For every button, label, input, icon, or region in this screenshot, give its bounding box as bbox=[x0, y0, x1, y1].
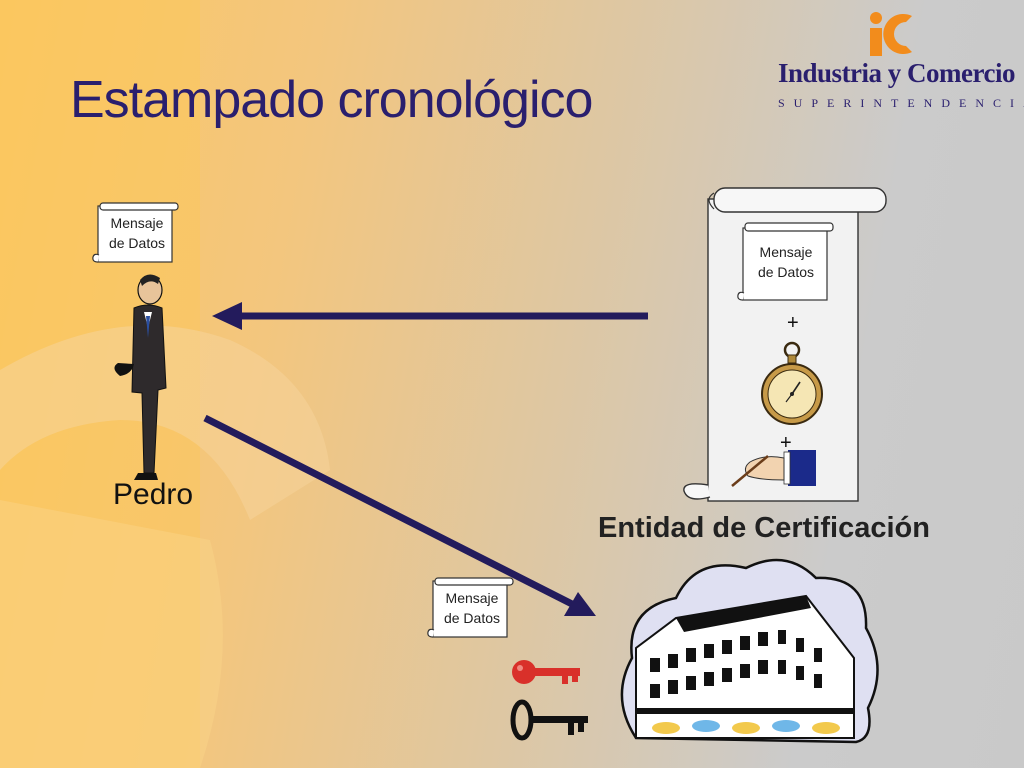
stopwatch-icon bbox=[761, 341, 823, 425]
red-key-icon bbox=[512, 660, 580, 684]
arrow-icon bbox=[203, 414, 596, 616]
scroll-icon bbox=[683, 187, 887, 502]
scroll-text: Mensaje de Datos bbox=[443, 590, 501, 626]
businessman-icon bbox=[114, 274, 167, 480]
message-scroll: Mensaje de Datos bbox=[425, 575, 515, 641]
logo-brand: Industria y Comercio bbox=[778, 58, 1016, 88]
plus-sign: + bbox=[787, 312, 799, 334]
logo: Industria y Comercio SUPERINTENDENCIA bbox=[770, 8, 1024, 113]
logo-ic-icon bbox=[870, 12, 912, 56]
logo-tagline: SUPERINTENDENCIA bbox=[778, 96, 1024, 110]
building-icon bbox=[620, 558, 879, 744]
message-scroll: Mensaje de Datos bbox=[735, 220, 835, 304]
scroll-text: Mensaje de Datos bbox=[108, 215, 166, 251]
scroll-text: Mensaje de Datos bbox=[757, 244, 815, 280]
scroll-icon bbox=[737, 222, 834, 301]
scroll-icon bbox=[92, 202, 179, 263]
signing-hand-icon bbox=[731, 450, 816, 487]
scroll-icon bbox=[427, 577, 514, 638]
entity-label: Entidad de Certificación bbox=[598, 512, 930, 544]
plus-sign: + bbox=[780, 432, 792, 454]
person-label: Pedro bbox=[113, 478, 194, 511]
slide-title: Estampado cronológico bbox=[70, 71, 593, 129]
arrow-icon bbox=[212, 302, 648, 330]
black-key-icon bbox=[510, 699, 588, 741]
message-scroll: Mensaje de Datos bbox=[90, 200, 180, 266]
